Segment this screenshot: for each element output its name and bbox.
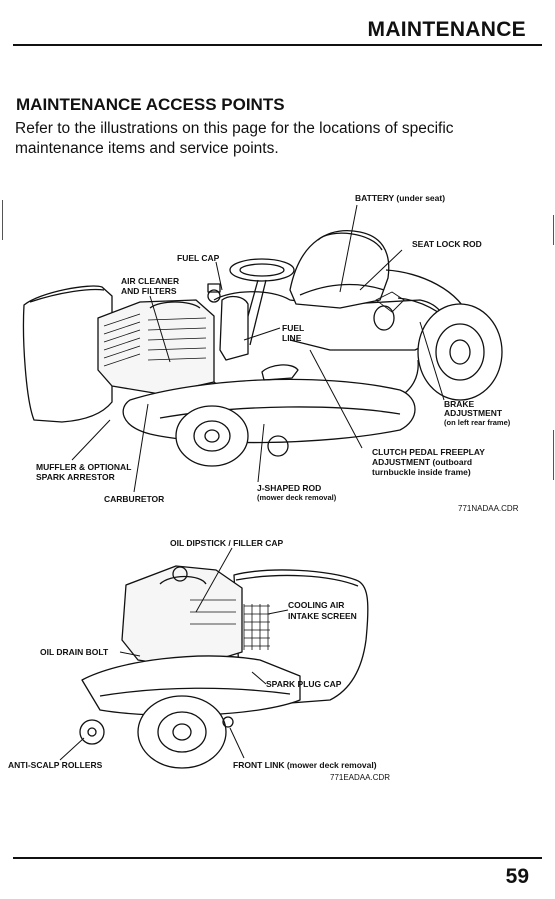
label-clutch: CLUTCH PEDAL FREEPLAY xyxy=(372,447,485,457)
label-brake-adjustment: ADJUSTMENT xyxy=(444,408,503,418)
section-title: MAINTENANCE ACCESS POINTS xyxy=(16,95,285,114)
label-spark-plug-cap: SPARK PLUG CAP xyxy=(266,679,342,689)
label-muffler: MUFFLER & OPTIONAL xyxy=(36,462,132,472)
margin-mark-right-top xyxy=(553,215,554,245)
label-fuel-cap: FUEL CAP xyxy=(177,253,220,263)
label-air-cleaner-2: AND FILTERS xyxy=(121,286,177,296)
label-battery: BATTERY (under seat) xyxy=(355,193,446,203)
label-cooling-air: COOLING AIR xyxy=(288,600,345,610)
margin-mark-left xyxy=(2,200,3,240)
label-intake-screen: INTAKE SCREEN xyxy=(288,611,357,621)
label-spark-arrestor: SPARK ARRESTOR xyxy=(36,472,115,482)
label-front-link: FRONT LINK (mower deck removal) xyxy=(233,760,377,770)
label-j-shaped-rod-2: (mower deck removal) xyxy=(257,493,337,502)
label-j-shaped-rod: J-SHAPED ROD xyxy=(257,483,322,493)
figure-code-2: 771EADAA.CDR xyxy=(330,773,391,782)
label-brake-location: (on left rear frame) xyxy=(444,418,511,427)
label-anti-scalp-rollers: ANTI-SCALP ROLLERS xyxy=(8,760,103,770)
header-rule xyxy=(13,44,542,46)
intro-text: Refer to the illustrations on this page … xyxy=(15,120,454,157)
label-carburetor: CARBURETOR xyxy=(104,494,165,504)
margin-mark-right-bottom xyxy=(553,430,554,480)
label-air-cleaner: AIR CLEANER xyxy=(121,276,180,286)
label-clutch-3: turnbuckle inside frame) xyxy=(372,467,471,477)
figure-code-1: 771NADAA.CDR xyxy=(458,504,519,513)
label-seat-lock-rod: SEAT LOCK ROD xyxy=(412,239,482,249)
page-number: 59 xyxy=(505,865,529,888)
label-brake: BRAKE xyxy=(444,399,475,409)
label-line: LINE xyxy=(282,333,302,343)
footer-rule xyxy=(13,857,542,859)
label-oil-dipstick: OIL DIPSTICK / FILLER CAP xyxy=(170,538,284,548)
section-header: MAINTENANCE xyxy=(367,18,526,41)
label-clutch-2: ADJUSTMENT (outboard xyxy=(372,457,473,467)
label-oil-drain-bolt: OIL DRAIN BOLT xyxy=(40,647,109,657)
label-fuel: FUEL xyxy=(282,323,305,333)
